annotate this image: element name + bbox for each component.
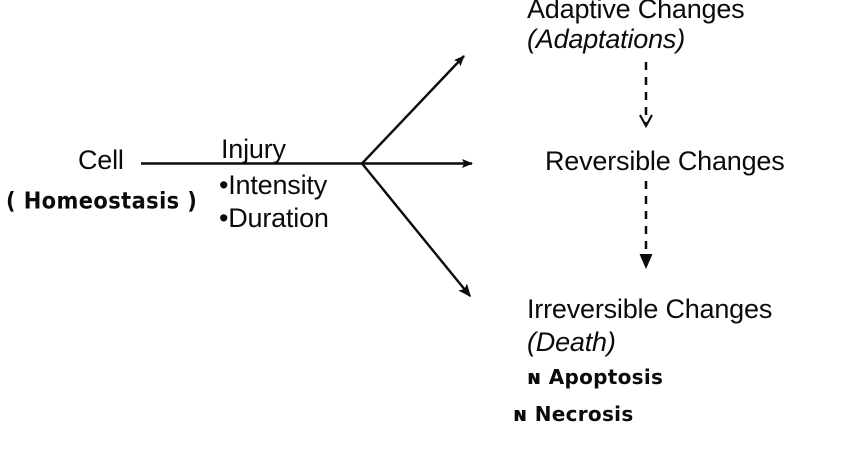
- node-cell-annotation-homeostasis: ( Homeostasis ): [6, 187, 198, 214]
- node-reversible-changes-title: Reversible Changes: [545, 146, 785, 176]
- node-adaptive-changes-subtitle: (Adaptations): [527, 24, 685, 54]
- node-cell-label: Cell: [78, 145, 124, 175]
- node-irreversible-handwritten-necrosis: ɴ Necrosis: [513, 402, 634, 426]
- branch-arrow-up: [361, 55, 465, 165]
- node-injury-bullet-duration: •Duration: [219, 203, 329, 233]
- node-injury-label: Injury: [221, 134, 286, 164]
- node-adaptive-changes-title: Adaptive Changes: [527, 0, 745, 24]
- node-injury-bullet-intensity: •Intensity: [219, 170, 328, 200]
- node-irreversible-changes-subtitle: (Death): [527, 327, 616, 357]
- node-irreversible-handwritten-apoptosis: ɴ Apoptosis: [527, 365, 664, 389]
- branch-arrow-down: [361, 162, 471, 298]
- node-irreversible-changes-title: Irreversible Changes: [527, 294, 773, 324]
